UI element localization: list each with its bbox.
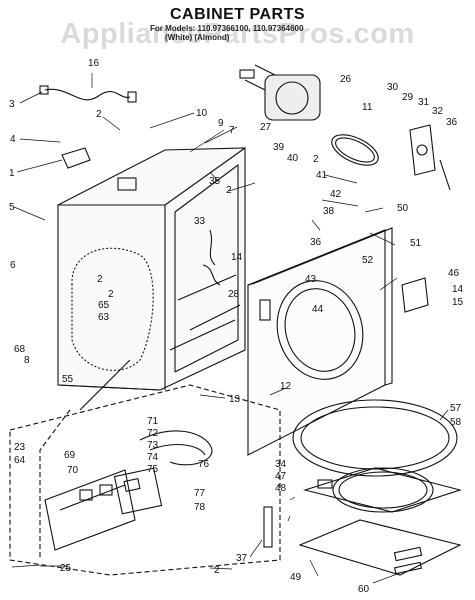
control-bracket [44,469,136,551]
callout-2-mid: 2 [226,185,232,196]
callout-30: 30 [387,82,399,93]
front-panel [247,227,393,456]
callout-7: 7 [229,125,235,136]
callout-51: 51 [410,238,422,249]
callout-6: 6 [10,260,16,271]
door-seal-ring [292,399,458,477]
callout-15: 15 [452,297,464,308]
callout-5: 5 [9,202,15,213]
callout-labels: 16 3 2 10 4 1 5 6 9 7 35 2 27 39 26 11 3… [9,58,464,595]
callout-23: 23 [14,442,26,453]
door-assembly [302,467,462,513]
callout-46: 46 [448,268,460,279]
terminal-block [117,177,137,191]
side-bracket [401,277,429,313]
callout-9: 9 [218,118,224,129]
drum-belt [331,134,379,166]
callout-32: 32 [432,106,444,117]
callout-71: 71 [147,416,159,427]
callout-2-right: 2 [313,154,319,165]
callout-58: 58 [450,417,462,428]
callout-40: 40 [287,153,299,164]
leader-lines [11,73,449,584]
callout-75: 75 [147,464,159,475]
callout-72: 72 [147,428,159,439]
callout-13: 13 [229,394,241,405]
callout-43: 43 [305,274,317,285]
callout-49: 49 [290,572,302,583]
callout-37: 37 [236,553,248,564]
callout-52: 52 [362,255,374,266]
callout-36-top: 36 [446,117,458,128]
callout-57: 57 [450,403,462,414]
cabinet-body [57,147,246,391]
top-cover [61,147,91,169]
callout-77: 77 [194,488,206,499]
callout-3: 3 [9,99,15,110]
callout-2-inner-b: 2 [108,289,114,300]
callout-25: 25 [60,563,72,574]
control-block [113,467,163,515]
callout-4: 4 [10,134,16,145]
callout-31: 31 [418,97,430,108]
callout-78: 78 [194,502,206,513]
callout-29: 29 [402,92,414,103]
callout-42: 42 [330,189,342,200]
diagram-title: CABINET PARTS [169,6,306,23]
callout-50: 50 [397,203,409,214]
callout-36-mid: 36 [310,237,322,248]
callout-8: 8 [24,355,30,366]
model-line-1: For Models: 110.97366100, 110.97364600 [150,24,304,33]
callout-12: 12 [280,381,292,392]
callout-48: 48 [275,483,287,494]
callout-33: 33 [194,216,206,227]
callout-14-mid: 14 [231,252,243,263]
callout-39: 39 [273,142,285,153]
callout-28: 28 [228,289,240,300]
callout-2-bottom: 2 [214,565,220,576]
callout-44: 44 [312,304,324,315]
callout-27: 27 [260,122,272,133]
callout-2-inner: 2 [97,274,103,285]
callout-1: 1 [9,168,15,179]
callout-47: 47 [275,471,287,482]
callout-74: 74 [147,452,159,463]
callout-69: 69 [64,450,76,461]
callout-38: 38 [323,206,335,217]
callout-11: 11 [362,102,373,113]
callout-2-top: 2 [96,109,102,120]
callout-41: 41 [316,170,328,181]
callout-26: 26 [340,74,352,85]
callout-16: 16 [88,58,100,69]
wire-clips [202,229,221,286]
callout-10: 10 [196,108,208,119]
idler-bracket [409,124,451,191]
motor-assembly [239,64,321,121]
callout-76: 76 [198,459,210,470]
callout-68: 68 [14,344,26,355]
callout-65: 65 [98,300,110,311]
callout-64: 64 [14,455,26,466]
hinge [263,506,273,548]
door-panel [298,519,462,576]
callout-73: 73 [147,440,159,451]
power-cord [39,85,137,103]
model-line-2: (White) (Almond) [165,33,230,42]
wire-harness [139,430,213,466]
callout-34: 34 [275,459,287,470]
callout-14-right: 14 [452,284,464,295]
callout-35: 35 [209,176,221,187]
callout-70: 70 [67,465,79,476]
callout-63: 63 [98,312,110,323]
callout-55: 55 [62,374,74,385]
callout-60: 60 [358,584,370,595]
control-box-outline [9,359,281,576]
